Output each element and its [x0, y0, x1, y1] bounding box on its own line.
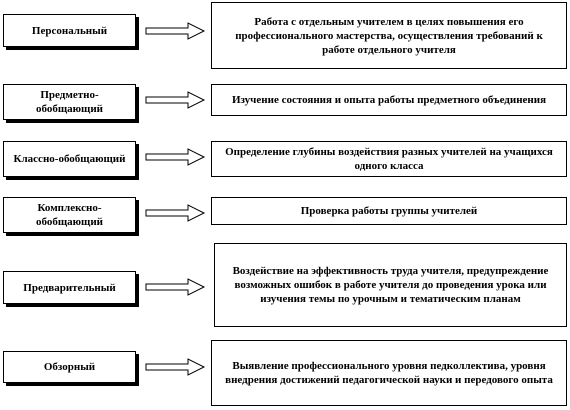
- right-arrow-icon: [145, 22, 206, 40]
- control-type-box: Предметно-обобщающий: [3, 84, 136, 120]
- control-type-box: Персональный: [3, 14, 136, 47]
- control-purpose-label: Работа с отдельным учителем в целях повы…: [235, 15, 543, 56]
- control-type-box: Предварительный: [3, 271, 136, 304]
- control-purpose-box: Воздействие на эффективность труда учите…: [214, 243, 567, 327]
- control-purpose-label: Воздействие на эффективность труда учите…: [232, 265, 549, 305]
- control-purpose-box: Изучение состояния и опыта работы предме…: [211, 84, 567, 116]
- control-purpose-box: Работа с отдельным учителем в целях повы…: [211, 2, 567, 69]
- right-arrow-icon: [145, 204, 206, 222]
- control-type-label: Предварительный: [23, 281, 116, 294]
- control-purpose-label: Определение глубины воздействия разных у…: [225, 146, 553, 172]
- control-type-label: Персональный: [31, 24, 108, 37]
- control-type-box: Обзорный: [3, 351, 136, 383]
- right-arrow-icon: [145, 278, 206, 296]
- control-purpose-box: Проверка работы группы учителей: [211, 197, 567, 225]
- control-type-label: Классно-обобщающий: [13, 153, 126, 165]
- control-type-label: Обзорный: [43, 361, 96, 373]
- control-type-label: Комплексно-обобщающий: [35, 202, 103, 228]
- control-purpose-label: Выявление профессионального уровня педко…: [225, 360, 553, 386]
- control-purpose-label: Изучение состояния и опыта работы предме…: [231, 94, 547, 106]
- control-type-box: Комплексно-обобщающий: [3, 197, 136, 233]
- control-purpose-box: Выявление профессионального уровня педко…: [211, 340, 567, 406]
- control-type-box: Классно-обобщающий: [3, 141, 136, 177]
- right-arrow-icon: [145, 91, 206, 109]
- control-purpose-label: Проверка работы группы учителей: [300, 205, 478, 217]
- control-type-label: Предметно-обобщающий: [35, 89, 103, 115]
- right-arrow-icon: [145, 148, 206, 166]
- right-arrow-icon: [145, 358, 206, 376]
- control-purpose-box: Определение глубины воздействия разных у…: [211, 141, 567, 177]
